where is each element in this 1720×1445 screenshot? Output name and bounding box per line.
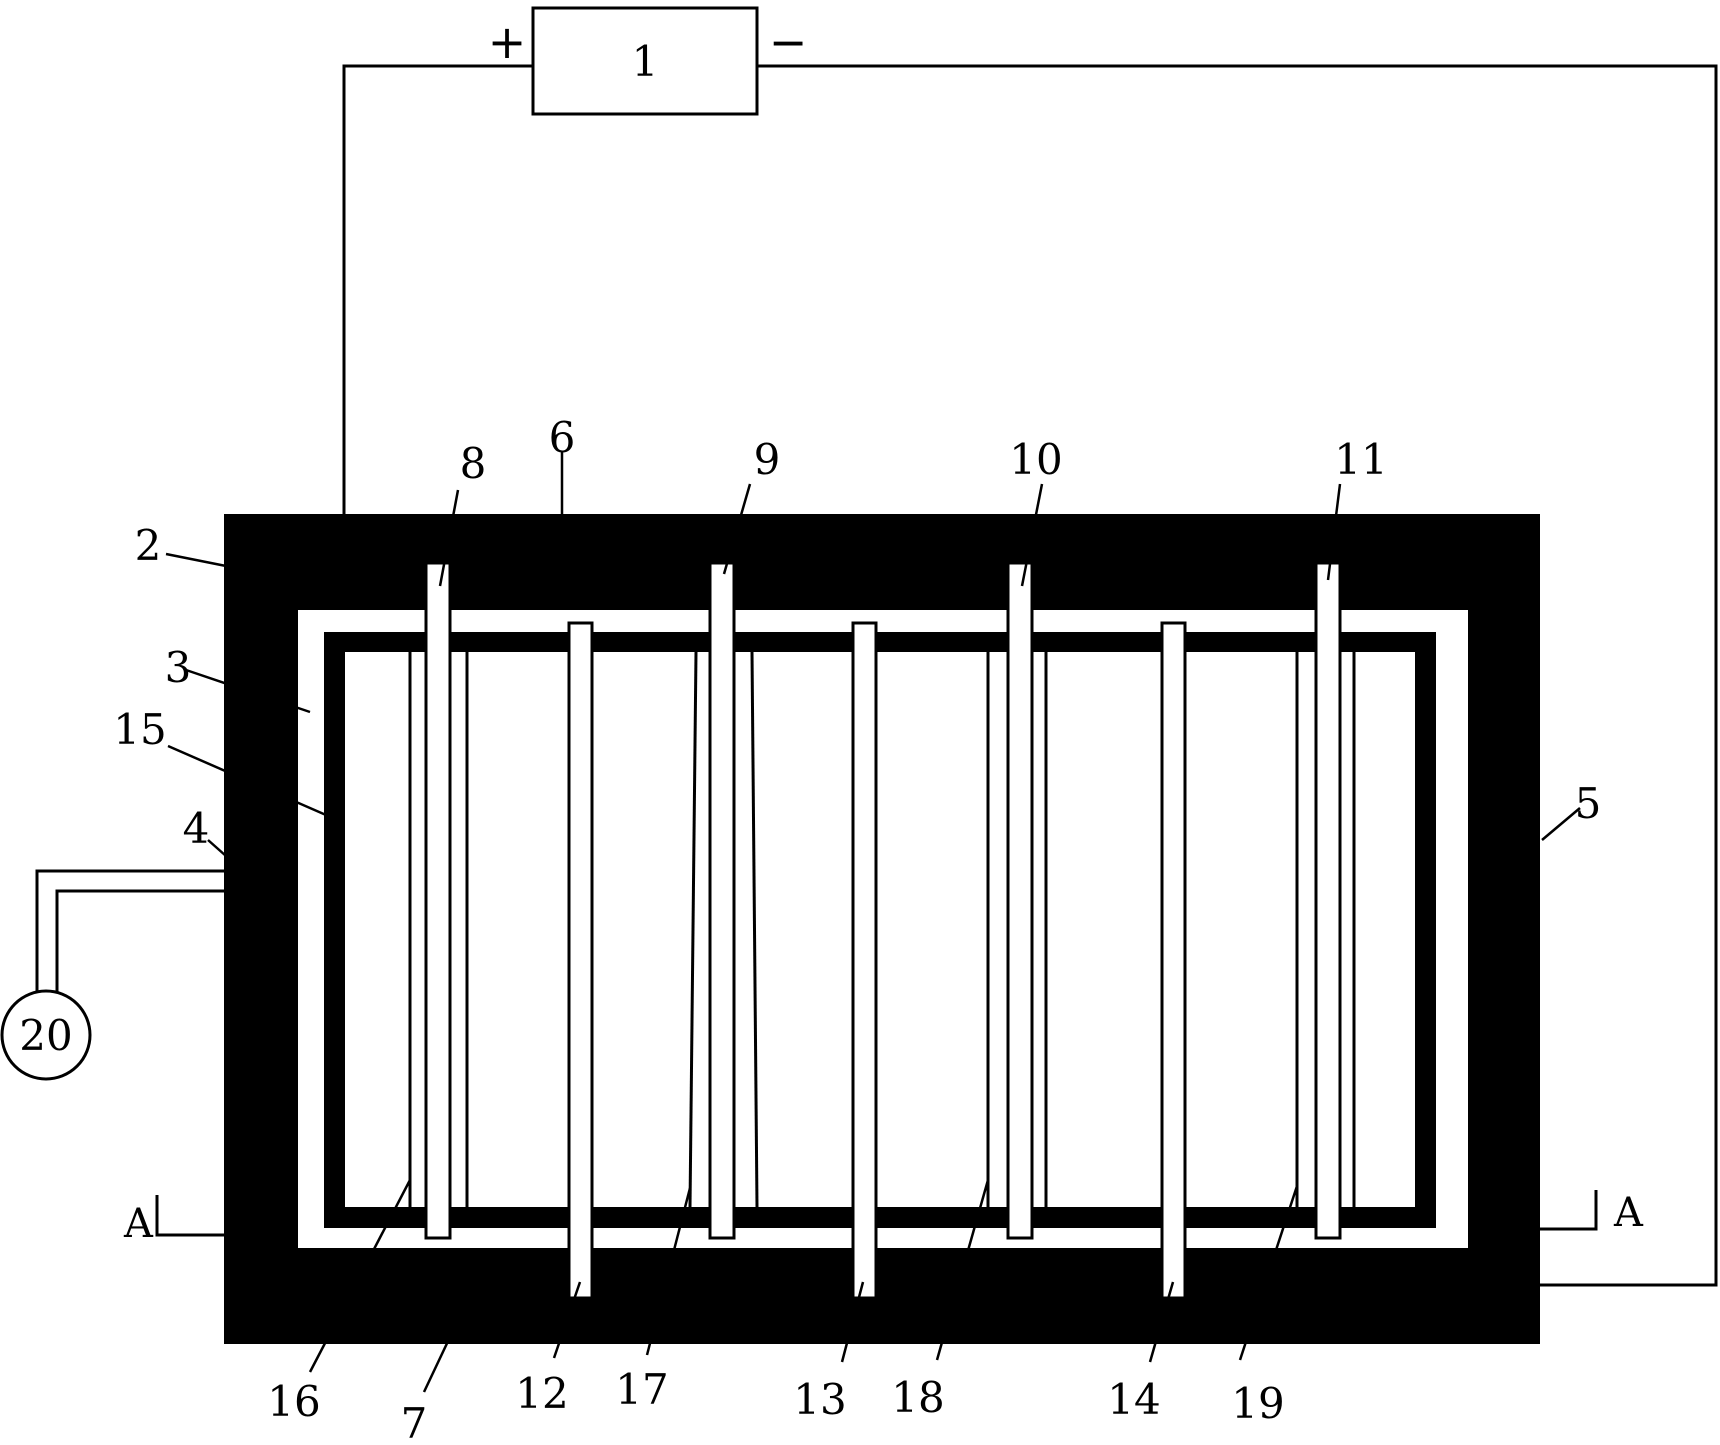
part-label-12: 12 [515, 1369, 568, 1418]
part-label-5: 5 [1575, 779, 1602, 828]
membrane-18 [986, 652, 1048, 1207]
part-label-11: 11 [1334, 435, 1387, 484]
section-mark-right [1540, 1190, 1598, 1231]
leader-17 [645, 1187, 692, 1356]
leader-lines [165, 452, 1581, 1393]
leader-4 [207, 839, 227, 857]
section-label-right: A [1613, 1190, 1644, 1236]
anode-10 [1006, 561, 1034, 1240]
anode-11 [1314, 561, 1342, 1240]
section-label-left: A [123, 1201, 154, 1247]
cathode-14 [1160, 621, 1187, 1300]
part-label-14: 14 [1107, 1375, 1160, 1424]
part-label-13: 13 [793, 1375, 846, 1424]
power-supply-box [531, 6, 759, 116]
membrane-19 [1295, 652, 1356, 1207]
meter-circle [0, 989, 92, 1081]
leader-2 [165, 552, 227, 568]
part-label-4: 4 [183, 804, 210, 853]
positive-wire [342, 64, 533, 518]
negative-terminal-sign: − [769, 15, 808, 69]
leader-11 [1326, 483, 1342, 581]
part-label-6: 6 [549, 413, 576, 462]
membrane-17 [688, 651, 759, 1208]
part-label-15: 15 [113, 705, 166, 754]
leader-12 [552, 1281, 582, 1359]
leader-15 [167, 744, 327, 817]
section-mark-left [155, 1195, 224, 1237]
leader-8 [438, 489, 460, 587]
inner-chamber [345, 652, 1415, 1207]
leader-14 [1148, 1281, 1175, 1363]
part-label-2: 2 [135, 521, 162, 570]
part-label-7: 7 [401, 1399, 428, 1445]
leader-13 [840, 1281, 865, 1363]
negative-wire [757, 64, 1718, 1287]
leader-10 [1020, 483, 1044, 587]
meter-tube-inner [55, 889, 224, 993]
part-label-19: 19 [1231, 1379, 1284, 1428]
part-label-18: 18 [891, 1373, 944, 1422]
part-label-3: 3 [165, 643, 192, 692]
leader-18 [935, 1179, 990, 1361]
anode-8 [424, 561, 452, 1240]
leader-7 [422, 1281, 478, 1393]
meter-label: 20 [19, 1011, 72, 1060]
leader-16 [308, 1179, 412, 1373]
part-label-10: 10 [1009, 435, 1062, 484]
leader-3 [185, 668, 311, 714]
part-label-8: 8 [460, 439, 487, 488]
power-supply-label: 1 [632, 37, 659, 86]
part-label-16: 16 [267, 1377, 320, 1426]
membrane-16 [408, 652, 469, 1207]
leader-9 [722, 483, 752, 575]
cathode-12 [567, 621, 594, 1300]
anode-9 [708, 561, 736, 1240]
leader-19 [1238, 1185, 1299, 1361]
part-label-17: 17 [615, 1365, 668, 1414]
positive-terminal-sign: + [488, 15, 527, 69]
meter-tube-outer [35, 869, 224, 993]
part-label-9: 9 [754, 435, 781, 484]
leader-5 [1541, 807, 1581, 841]
cathode-13 [851, 621, 878, 1300]
